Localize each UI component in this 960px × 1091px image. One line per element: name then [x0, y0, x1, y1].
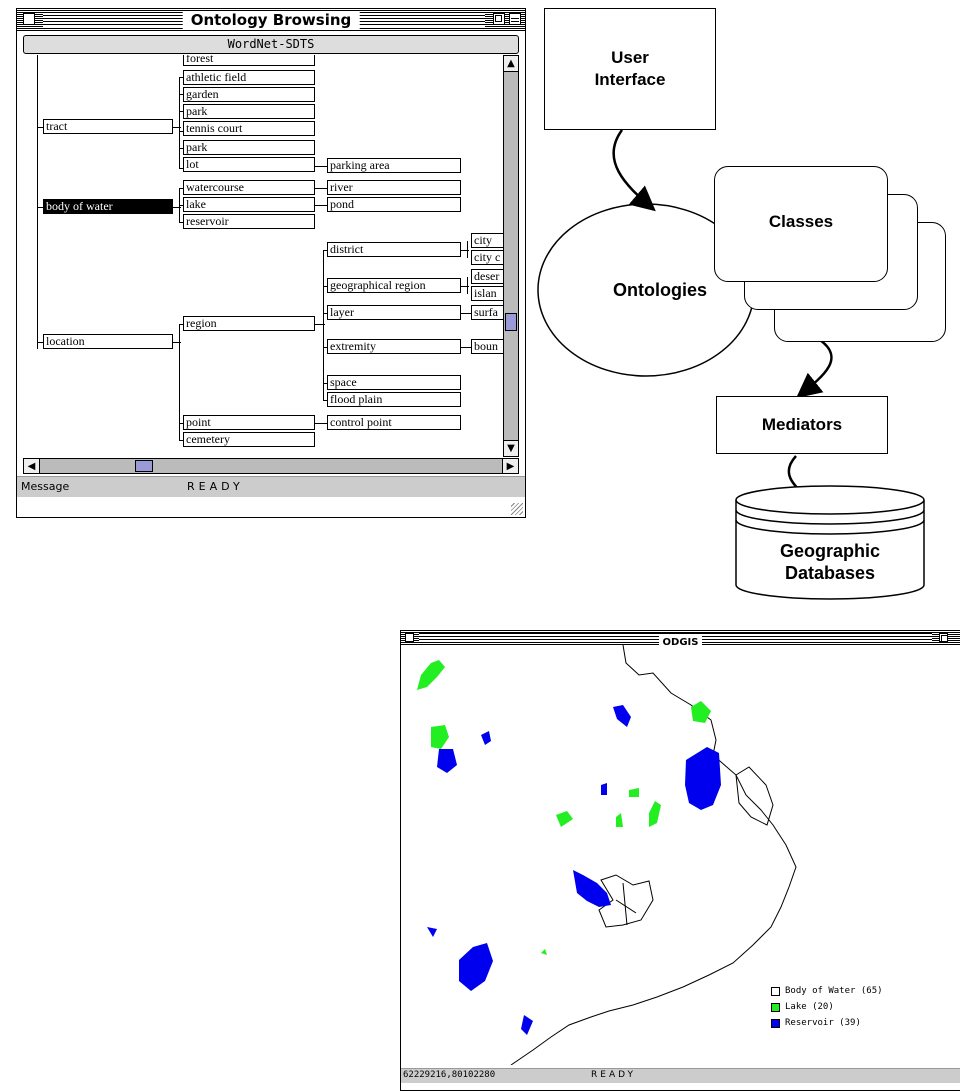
node-point[interactable]: point: [183, 415, 315, 430]
status-text: READY: [187, 480, 244, 493]
node-geographical-region[interactable]: geographical region: [327, 278, 461, 293]
legend-swatch: [771, 1002, 780, 1012]
node-parking-area[interactable]: parking area: [327, 158, 461, 173]
node-district[interactable]: district: [327, 242, 461, 257]
node-island[interactable]: islan: [471, 286, 503, 301]
coordinates-readout: 62229216,80102280: [403, 1070, 496, 1080]
odgis-window: ODGIS: [400, 630, 960, 1091]
legend-swatch: [771, 1018, 780, 1028]
node-control-point[interactable]: control point: [327, 415, 461, 430]
node-athletic-field[interactable]: athletic field: [183, 70, 315, 85]
county-boundary: [598, 874, 654, 928]
node-forest[interactable]: forest: [183, 55, 315, 66]
close-box-icon[interactable]: [23, 13, 35, 25]
county-boundary: [735, 766, 774, 826]
odgis-titlebar[interactable]: ODGIS: [401, 631, 960, 652]
node-lake[interactable]: lake: [183, 197, 315, 212]
node-city-c[interactable]: city c: [471, 250, 503, 265]
legend-label: Lake (20): [785, 1002, 834, 1012]
node-watercourse[interactable]: watercourse: [183, 180, 315, 195]
node-park[interactable]: park: [183, 104, 315, 119]
classes-label: Classes: [768, 212, 834, 231]
ontology-status-bar: Message READY: [17, 476, 525, 497]
legend-lake: Lake (20): [771, 1002, 834, 1012]
node-garden[interactable]: garden: [183, 87, 315, 102]
ontology-titlebar[interactable]: Ontology Browsing: [17, 9, 525, 31]
node-surface[interactable]: surfa: [471, 305, 503, 320]
legend-label: Body of Water (65): [785, 986, 883, 996]
mediators-box: Mediators: [716, 396, 888, 454]
vertical-scroll-thumb[interactable]: [505, 313, 517, 331]
odgis-close-box-icon[interactable]: [405, 633, 414, 642]
node-city[interactable]: city: [471, 233, 503, 248]
odgis-map[interactable]: [401, 645, 960, 1065]
coastline: [510, 645, 797, 1065]
node-pond[interactable]: pond: [327, 197, 461, 212]
node-location[interactable]: location: [43, 334, 173, 349]
horizontal-scroll-thumb[interactable]: [135, 460, 153, 472]
node-space[interactable]: space: [327, 375, 461, 390]
odgis-zoom-box-icon[interactable]: [939, 633, 948, 642]
legend-label: Reservoir (39): [785, 1018, 861, 1028]
node-tract[interactable]: tract: [43, 119, 173, 134]
legend-swatch: [771, 986, 780, 996]
node-reservoir[interactable]: reservoir: [183, 214, 315, 229]
scroll-right-icon[interactable]: ▶: [502, 459, 518, 473]
odgis-status-text: READY: [591, 1070, 637, 1080]
horizontal-scrollbar[interactable]: ◀ ▶: [23, 458, 519, 474]
odgis-status-bar: 62229216,80102280 READY: [401, 1068, 960, 1083]
node-river[interactable]: river: [327, 180, 461, 195]
message-label: Message: [21, 480, 70, 493]
odgis-title: ODGIS: [658, 634, 703, 652]
legend-body-of-water: Body of Water (65): [771, 986, 883, 996]
mediators-label: Mediators: [761, 415, 843, 434]
scroll-up-icon[interactable]: ▲: [504, 56, 518, 72]
node-region[interactable]: region: [183, 316, 315, 331]
node-cemetery[interactable]: cemetery: [183, 432, 315, 447]
node-layer[interactable]: layer: [327, 305, 461, 320]
legend-reservoir: Reservoir (39): [771, 1018, 861, 1028]
window-title: Ontology Browsing: [182, 11, 360, 29]
scroll-down-icon[interactable]: ▼: [504, 440, 518, 456]
geographic-databases-label: Geographic Databases: [779, 541, 881, 583]
node-lot[interactable]: lot: [183, 157, 315, 172]
node-boundary[interactable]: boun: [471, 339, 503, 354]
node-tennis-court[interactable]: tennis court: [183, 121, 315, 136]
node-flood-plain[interactable]: flood plain: [327, 392, 461, 407]
classes-box: Classes: [714, 166, 888, 282]
collapse-box-icon[interactable]: [509, 13, 521, 25]
zoom-box-icon[interactable]: [493, 13, 505, 25]
ontology-header-button[interactable]: WordNet-SDTS: [23, 35, 519, 54]
node-extremity[interactable]: extremity: [327, 339, 461, 354]
architecture-connectors: [537, 129, 925, 600]
resize-grip-icon[interactable]: [511, 503, 523, 515]
node-body-of-water[interactable]: body of water: [43, 199, 173, 214]
county-boundary: [615, 882, 637, 926]
ontology-window: Ontology Browsing WordNet-SDTS: [16, 8, 526, 518]
vertical-scrollbar[interactable]: ▲ ▼: [503, 55, 519, 457]
user-interface-label: User Interface: [594, 48, 666, 89]
ontologies-label: Ontologies: [613, 280, 707, 300]
node-park[interactable]: park: [183, 140, 315, 155]
node-desert[interactable]: deser: [471, 269, 503, 284]
scroll-left-icon[interactable]: ◀: [24, 459, 40, 473]
ontology-tree: tract body of water location forest athl…: [23, 55, 503, 455]
user-interface-box: User Interface: [544, 8, 716, 130]
